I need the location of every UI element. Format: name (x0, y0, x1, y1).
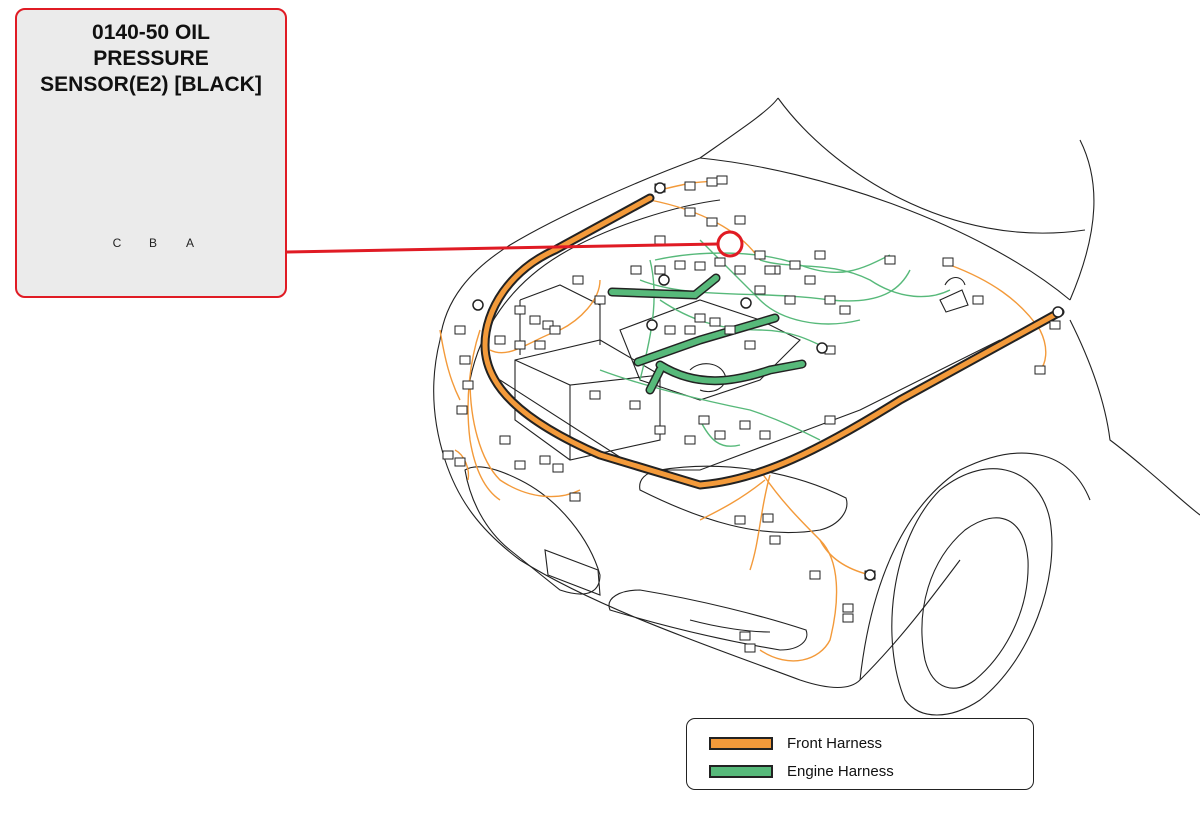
harness-connector (654, 235, 666, 245)
harness-connector (789, 260, 801, 270)
harness-connector (454, 325, 466, 335)
harness-connector (842, 613, 854, 623)
harness-connector (804, 275, 816, 285)
pin-label-a: A (185, 236, 194, 250)
harness-connector (454, 457, 466, 467)
callout-line (286, 242, 719, 254)
connector-info-panel: 0140-50 OIL PRESSURE SENSOR(E2) [BLACK] … (15, 8, 287, 298)
harness-connector (809, 570, 821, 580)
harness-connector (456, 405, 468, 415)
harness-connector (694, 313, 706, 323)
harness-connector (706, 177, 718, 187)
harness-connector (514, 305, 526, 315)
harness-connector (734, 265, 746, 275)
harness-connector (1049, 320, 1061, 330)
connector-title: 0140-50 OIL PRESSURE SENSOR(E2) [BLACK] (17, 20, 285, 98)
harness-connector (684, 207, 696, 217)
car-body-outline (433, 97, 1200, 716)
harness-connector (714, 257, 726, 267)
harness-connector (499, 435, 511, 445)
harness-connector (884, 255, 896, 265)
front-harness-swatch (709, 736, 773, 750)
harness-connector (630, 265, 642, 275)
connector-title-line-3: SENSOR(E2) [BLACK] (40, 73, 262, 96)
harness-connector (629, 400, 641, 410)
callout (286, 230, 744, 258)
harness-connector (572, 275, 584, 285)
harness-connector (1034, 365, 1046, 375)
harness-connector (674, 260, 686, 270)
harness-connector (814, 250, 826, 260)
harness-connector (529, 315, 541, 325)
front-harness-trunk (480, 193, 1065, 490)
harness-connector (494, 335, 506, 345)
legend-label: Engine Harness (787, 762, 894, 780)
harness-grommet (864, 569, 876, 581)
harness-connector (724, 325, 736, 335)
harness-connector (514, 460, 526, 470)
harness-grommet (658, 274, 670, 286)
harness-connector (744, 340, 756, 350)
harness-connector (552, 463, 564, 473)
harness-connector (654, 265, 666, 275)
harness-grommet (654, 182, 666, 194)
legend: Front Harness Engine Harness (686, 718, 1034, 790)
harness-connector (759, 430, 771, 440)
harness-connector (714, 430, 726, 440)
connector-title-line-1: 0140-50 OIL (92, 21, 210, 44)
harness-connector (706, 217, 718, 227)
connector-markers (442, 175, 1064, 653)
harness-connector (754, 250, 766, 260)
harness-connector (734, 215, 746, 225)
harness-connector (972, 295, 984, 305)
harness-grommet (740, 297, 752, 309)
harness-connector (684, 435, 696, 445)
harness-connector (542, 320, 554, 330)
harness-connector (709, 317, 721, 327)
harness-connector (664, 325, 676, 335)
legend-item-engine-harness: Engine Harness (709, 761, 894, 781)
legend-item-front-harness: Front Harness (709, 733, 882, 753)
pin-label-c: C (112, 236, 122, 250)
harness-connector (754, 285, 766, 295)
harness-connector (739, 631, 751, 641)
harness-grommet (646, 319, 658, 331)
harness-connector (744, 643, 756, 653)
harness-connector (842, 603, 854, 613)
harness-connector (694, 261, 706, 271)
harness-connector (716, 175, 728, 185)
harness-connector (942, 257, 954, 267)
harness-connector (594, 295, 606, 305)
harness-connector (684, 181, 696, 191)
connector-title-line-2: PRESSURE (93, 47, 209, 70)
harness-connector (769, 535, 781, 545)
harness-connector (739, 420, 751, 430)
harness-connector (764, 265, 776, 275)
harness-grommet (816, 342, 828, 354)
harness-connector (459, 355, 471, 365)
harness-connector (654, 425, 666, 435)
harness-connector (534, 340, 546, 350)
harness-connector (839, 305, 851, 315)
harness-connector (784, 295, 796, 305)
harness-connector (734, 515, 746, 525)
engine-harness-swatch (709, 764, 773, 778)
harness-connector (762, 513, 774, 523)
harness-connector (698, 415, 710, 425)
harness-connector (539, 455, 551, 465)
harness-connector (462, 380, 474, 390)
harness-connector (569, 492, 581, 502)
harness-connector (824, 415, 836, 425)
harness-connector (514, 340, 526, 350)
legend-label: Front Harness (787, 734, 883, 752)
harness-grommet (1052, 306, 1064, 318)
harness-connector (442, 450, 454, 460)
harness-connector (824, 295, 836, 305)
harness-grommet (472, 299, 484, 311)
harness-connector (684, 325, 696, 335)
pin-label-b: B (148, 236, 157, 250)
harness-connector (549, 325, 561, 335)
callout-ring (716, 230, 744, 258)
harness-connector (589, 390, 601, 400)
